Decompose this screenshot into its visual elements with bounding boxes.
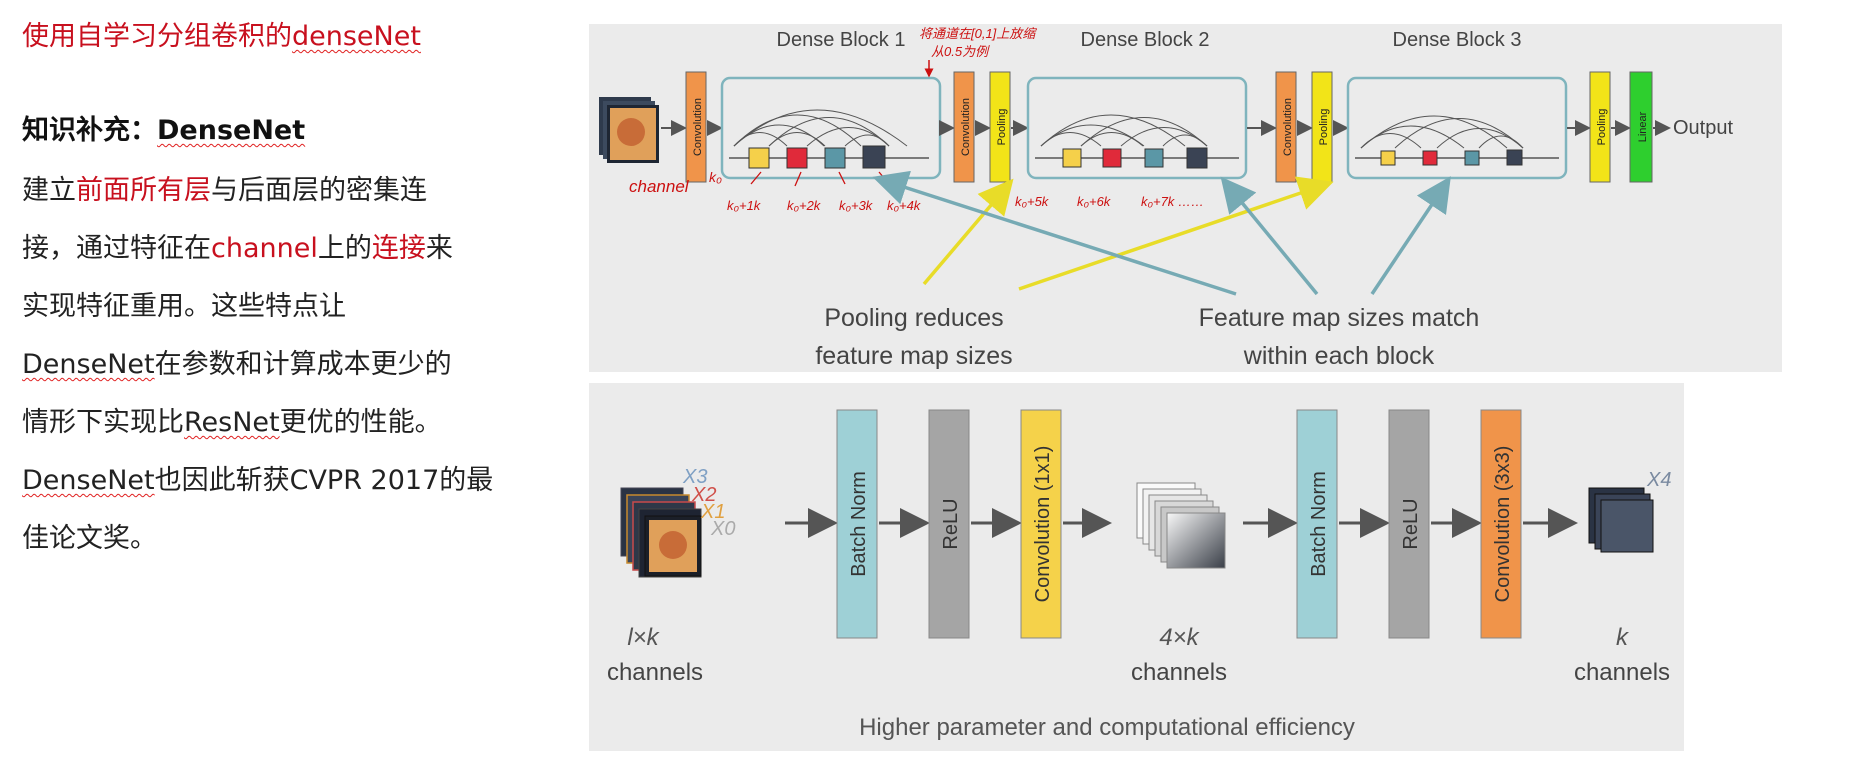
middle-channel-count: 4×k bbox=[1159, 624, 1200, 651]
feature-map-annotation-arrows bbox=[872, 170, 1451, 296]
svg-text:Batch Norm: Batch Norm bbox=[1308, 471, 1330, 577]
svg-text:k₀: k₀ bbox=[709, 169, 722, 185]
body-line-6: DenseNet也因此斩获CVPR 2017的最 bbox=[22, 465, 494, 496]
body-line-7: 佳论文奖。 bbox=[22, 523, 157, 554]
intermediate-feature-maps bbox=[1136, 482, 1226, 569]
middle-channels-label: channels bbox=[1131, 659, 1227, 686]
body-line-2: 接，通过特征在channel上的连接来 bbox=[22, 233, 453, 264]
svg-text:Pooling: Pooling bbox=[1596, 109, 1608, 146]
heading-term: DenseNet bbox=[157, 115, 306, 146]
svg-text:Convolution (3x3): Convolution (3x3) bbox=[1492, 446, 1514, 603]
convolution-3x3: Convolution (3x3) bbox=[1480, 409, 1522, 639]
svg-text:Convolution: Convolution bbox=[960, 98, 972, 156]
pool-layer-2: Pooling bbox=[1311, 71, 1333, 183]
output-channel-count: k bbox=[1616, 624, 1630, 651]
linear-layer: Linear bbox=[1629, 71, 1653, 183]
body-line-3: 实现特征重用。这些特点让 bbox=[22, 291, 346, 322]
svg-text:k₀+3k: k₀+3k bbox=[839, 198, 874, 213]
svg-text:Pooling: Pooling bbox=[996, 109, 1008, 146]
conv-layer-3: Convolution bbox=[1275, 71, 1297, 183]
svg-text:Convolution (1x1): Convolution (1x1) bbox=[1032, 446, 1054, 603]
svg-text:X0: X0 bbox=[710, 518, 735, 540]
relu-1: ReLU bbox=[928, 409, 970, 639]
relu-2: ReLU bbox=[1388, 409, 1430, 639]
svg-text:Linear: Linear bbox=[1637, 111, 1649, 142]
page-title: 使用自学习分组卷积的denseNet bbox=[22, 14, 421, 53]
input-image-stack bbox=[599, 97, 659, 163]
feature-map-caption-line2: within each block bbox=[1243, 342, 1435, 370]
input-channel-count: l×k bbox=[627, 624, 660, 651]
svg-text:ReLU: ReLU bbox=[940, 498, 962, 549]
conv-layer-2: Convolution bbox=[953, 71, 975, 183]
pooling-caption-line1: Pooling reduces bbox=[824, 304, 1003, 332]
body-line-4: DenseNet在参数和计算成本更少的 bbox=[22, 349, 452, 380]
svg-text:k₀+4k: k₀+4k bbox=[887, 198, 922, 213]
conv-layer-1: Convolution bbox=[685, 71, 707, 183]
output-channels-label: channels bbox=[1574, 659, 1670, 686]
pool-layer-3: Pooling bbox=[1589, 71, 1611, 183]
batch-norm-1: Batch Norm bbox=[836, 409, 878, 639]
title-prefix: 使用自学习分组卷积的 bbox=[22, 21, 292, 52]
svg-text:X2: X2 bbox=[691, 484, 716, 506]
body-line-5: 情形下实现比ResNet更优的性能。 bbox=[22, 407, 442, 438]
pool-layer-1: Pooling bbox=[989, 71, 1011, 183]
bottom-footer-caption: Higher parameter and computational effic… bbox=[859, 714, 1355, 741]
convolution-1x1: Convolution (1x1) bbox=[1020, 409, 1062, 639]
input-channels-label: channels bbox=[607, 659, 703, 686]
title-link: denseNet bbox=[292, 21, 421, 52]
output-label: Output bbox=[1673, 117, 1733, 139]
dense-block-2: Dense Block 2 bbox=[1026, 29, 1248, 180]
dense-block-2-label: Dense Block 2 bbox=[1081, 29, 1210, 51]
svg-text:Convolution: Convolution bbox=[692, 98, 704, 156]
svg-text:Batch Norm: Batch Norm bbox=[848, 471, 870, 577]
svg-text:Convolution: Convolution bbox=[1282, 98, 1294, 156]
svg-text:X1: X1 bbox=[700, 501, 725, 523]
dense-block-3-label: Dense Block 3 bbox=[1393, 29, 1522, 51]
svg-text:k₀+5k: k₀+5k bbox=[1015, 194, 1050, 209]
heading-label: 知识补充： bbox=[22, 115, 157, 146]
densenet-architecture-figure: Convolution Dense Block 1 Convolution Po… bbox=[589, 24, 1782, 372]
dense-block-1-label: Dense Block 1 bbox=[777, 29, 906, 51]
dense-block-1: Dense Block 1 bbox=[720, 29, 942, 180]
svg-text:X3: X3 bbox=[682, 466, 707, 488]
feature-map-caption-line1: Feature map sizes match bbox=[1199, 304, 1480, 332]
svg-text:k₀+2k: k₀+2k bbox=[787, 198, 822, 213]
body-paragraph: 建立前面所有层与后面层的密集连 接，通过特征在channel上的连接来 实现特征… bbox=[22, 162, 552, 568]
pooling-annotation-arrows bbox=[922, 176, 1334, 291]
output-feature-stack: X4 bbox=[1588, 469, 1671, 553]
svg-text:从0.5为例: 从0.5为例 bbox=[931, 44, 990, 59]
svg-text:channel: channel bbox=[629, 177, 690, 196]
body-line-1: 建立前面所有层与后面层的密集连 bbox=[22, 175, 427, 206]
dense-layer-detail-figure: X3 X2 X1 X0 l×k channels Batch Norm ReLU… bbox=[589, 383, 1684, 751]
input-feature-stack: X3 X2 X1 X0 bbox=[620, 466, 735, 578]
dense-block-3: Dense Block 3 bbox=[1346, 29, 1568, 180]
svg-text:ReLU: ReLU bbox=[1400, 498, 1422, 549]
svg-text:k₀+1k: k₀+1k bbox=[727, 198, 762, 213]
svg-text:Pooling: Pooling bbox=[1318, 109, 1330, 146]
pooling-caption-line2: feature map sizes bbox=[815, 342, 1012, 370]
svg-text:X4: X4 bbox=[1646, 469, 1671, 491]
svg-text:将通道在[0,1]上放缩: 将通道在[0,1]上放缩 bbox=[919, 26, 1037, 41]
handwritten-annotations: 将通道在[0,1]上放缩 从0.5为例 channel k₀ k₀+1k k₀+… bbox=[629, 26, 1204, 213]
section-heading: 知识补充：DenseNet bbox=[22, 108, 305, 147]
svg-text:k₀+7k ……: k₀+7k …… bbox=[1141, 194, 1204, 209]
batch-norm-2: Batch Norm bbox=[1296, 409, 1338, 639]
svg-text:k₀+6k: k₀+6k bbox=[1077, 194, 1112, 209]
